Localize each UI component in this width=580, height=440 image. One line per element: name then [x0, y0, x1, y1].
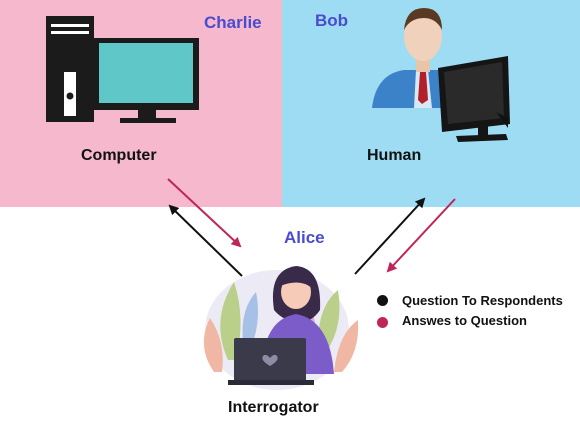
computer-caption: Computer [81, 147, 157, 164]
alice-label: Alice [284, 228, 325, 247]
bob-label: Bob [315, 11, 349, 30]
charlie-label: Charlie [204, 13, 262, 32]
question-arrow-to-computer [168, 204, 243, 277]
interrogator-caption: Interrogator [228, 399, 319, 416]
human-caption: Human [367, 147, 422, 164]
human-panel [282, 0, 580, 207]
question-legend-label: Question To Respondents [402, 293, 563, 308]
question-legend-dot [377, 295, 388, 306]
answer-legend-dot [377, 317, 388, 328]
answer-arrow-from-human [386, 198, 456, 273]
answer-legend-label: Answes to Question [402, 313, 527, 328]
question-arrow-to-human [354, 197, 426, 275]
